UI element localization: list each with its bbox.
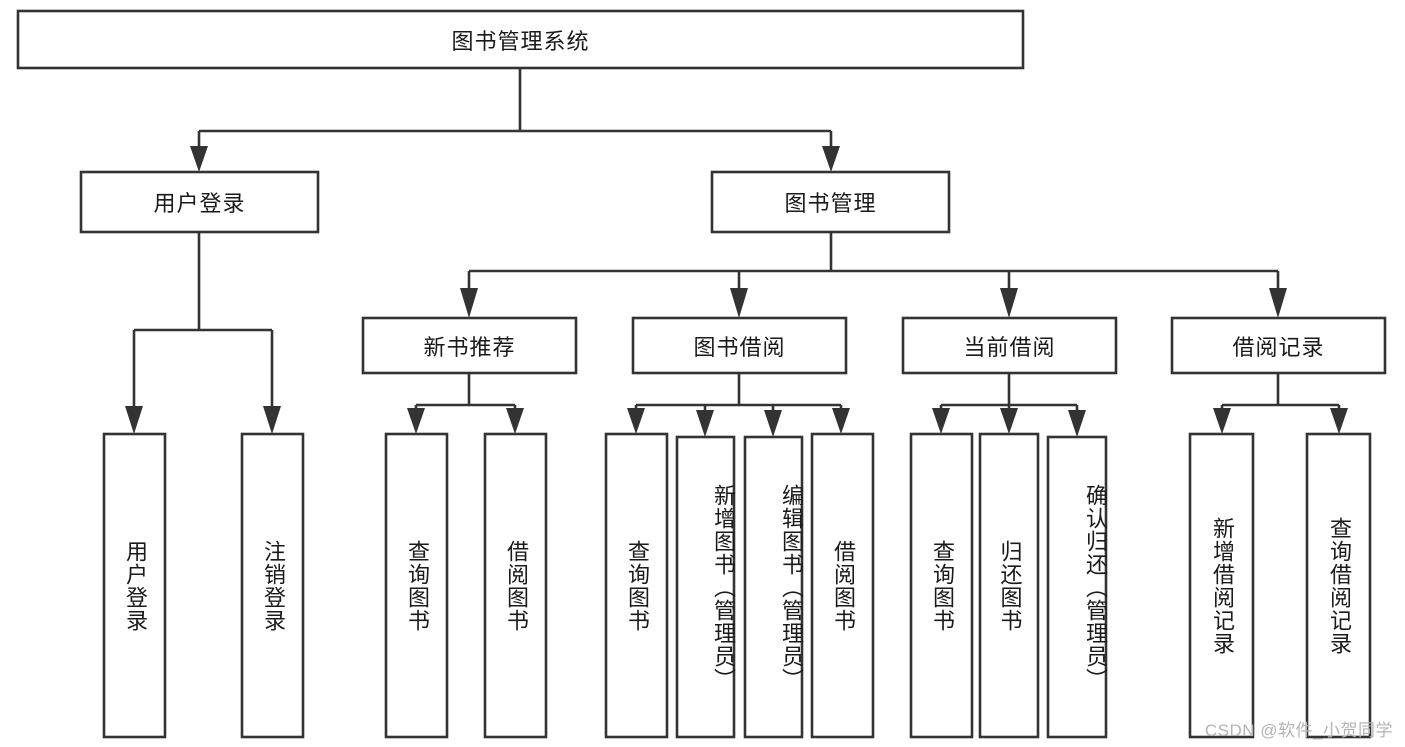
node-leaf-borrow-book-1[interactable]: [483, 432, 548, 739]
arrow-to-leaf-query-book-1: [407, 408, 425, 434]
node-root[interactable]: [16, 9, 1025, 70]
node-new-book-rec[interactable]: [361, 316, 578, 375]
node-user-login[interactable]: [79, 170, 320, 234]
node-book-manage[interactable]: [710, 170, 951, 234]
arrow-to-leaf-add-record: [1213, 408, 1231, 434]
node-leaf-confirm-return[interactable]: [1046, 435, 1108, 739]
arrow-to-leaf-user-login: [125, 406, 143, 434]
arrow-to-current-borrow: [1000, 288, 1018, 318]
arrow-to-borrow-record: [1269, 288, 1287, 318]
node-book-borrow[interactable]: [631, 316, 848, 375]
node-leaf-return-book[interactable]: [978, 432, 1040, 739]
arrow-to-book-manage: [822, 146, 840, 172]
node-leaf-query-record[interactable]: [1305, 432, 1372, 739]
arrow-to-book-borrow: [730, 288, 748, 318]
arrow-to-leaf-add-book: [696, 410, 714, 437]
node-leaf-edit-book[interactable]: [743, 435, 804, 739]
node-leaf-query-book-3[interactable]: [909, 432, 974, 739]
arrow-to-leaf-borrow-book-1: [506, 408, 524, 434]
node-leaf-query-book-2[interactable]: [604, 432, 669, 739]
arrow-to-leaf-return-book: [1000, 408, 1018, 434]
arrow-to-leaf-query-record: [1330, 408, 1348, 434]
node-leaf-borrow-book-2[interactable]: [810, 432, 875, 739]
arrow-to-leaf-query-book-2: [627, 408, 645, 434]
node-leaf-user-login[interactable]: [102, 432, 167, 739]
node-borrow-record[interactable]: [1170, 316, 1387, 375]
arrow-to-user-login: [190, 146, 208, 172]
arrow-to-leaf-borrow-book-2: [832, 408, 850, 434]
connector-layer: [125, 68, 1348, 437]
arrow-to-new-book-rec: [460, 288, 478, 318]
arrow-to-leaf-logout: [263, 406, 281, 434]
arrow-to-leaf-confirm-return: [1068, 410, 1086, 437]
node-layer: [16, 9, 1387, 739]
arrow-to-leaf-edit-book: [764, 410, 782, 437]
node-current-borrow[interactable]: [901, 316, 1118, 375]
node-leaf-logout[interactable]: [240, 432, 305, 739]
node-leaf-add-record[interactable]: [1188, 432, 1255, 739]
node-leaf-add-book[interactable]: [675, 435, 736, 739]
node-leaf-query-book-1[interactable]: [384, 432, 449, 739]
arrow-to-leaf-query-book-3: [932, 408, 950, 434]
